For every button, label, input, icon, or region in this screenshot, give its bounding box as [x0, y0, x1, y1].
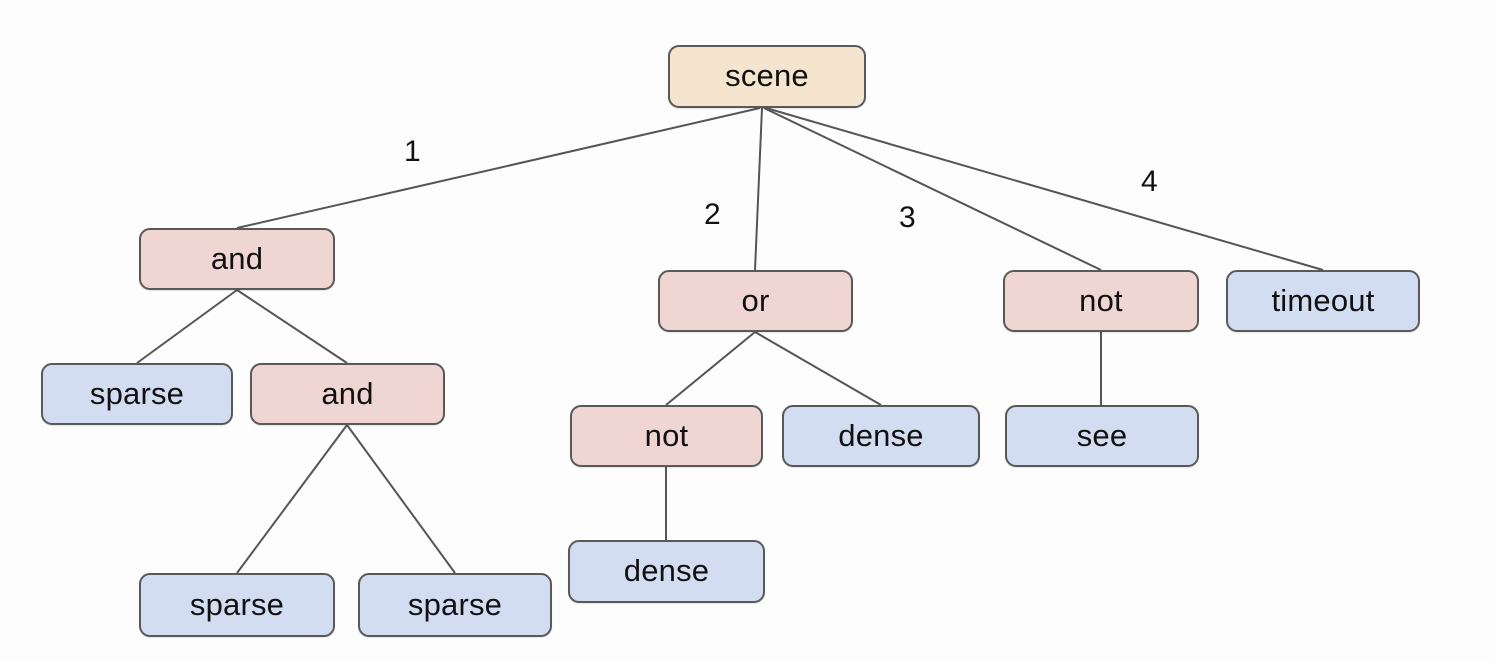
- edge-label-4: 4: [1141, 165, 1158, 198]
- tree-node-label: not: [1079, 282, 1123, 318]
- tree-edge: [236, 289, 348, 364]
- tree-node-timeout1[interactable]: timeout: [1226, 270, 1420, 332]
- tree-node-label: and: [321, 375, 374, 411]
- tree-edge: [236, 107, 761, 229]
- tree-node-label: and: [210, 240, 264, 276]
- tree-node-scene[interactable]: scene: [668, 45, 866, 108]
- tree-edge: [754, 107, 763, 271]
- tree-edge: [346, 424, 456, 574]
- tree-node-label: timeout: [1271, 282, 1375, 318]
- tree-node-or1[interactable]: or: [658, 270, 853, 332]
- tree-node-label: sparse: [189, 586, 285, 622]
- tree-node-label: see: [1076, 417, 1128, 453]
- tree-edge: [136, 289, 238, 364]
- tree-node-and2[interactable]: and: [250, 363, 445, 425]
- tree-node-label: sparse: [407, 586, 503, 622]
- tree-node-sparse1[interactable]: sparse: [41, 363, 233, 425]
- tree-node-label: not: [644, 417, 689, 453]
- edge-label-1: 1: [404, 135, 421, 168]
- tree-node-label: or: [741, 282, 770, 318]
- tree-node-dense2[interactable]: dense: [568, 540, 765, 603]
- tree-node-dense1[interactable]: dense: [782, 405, 980, 467]
- tree-edge: [236, 424, 348, 574]
- edge-label-3: 3: [899, 201, 916, 234]
- tree-edge: [665, 331, 756, 406]
- tree-edge: [763, 107, 1102, 271]
- tree-node-not1[interactable]: not: [1003, 270, 1199, 332]
- tree-edge: [754, 331, 882, 406]
- tree-node-not2[interactable]: not: [570, 405, 763, 467]
- edge-label-2: 2: [704, 198, 721, 231]
- tree-edge: [765, 107, 1324, 271]
- tree-node-sparse2[interactable]: sparse: [139, 573, 335, 637]
- tree-node-label: dense: [838, 417, 924, 453]
- tree-node-label: dense: [623, 553, 710, 588]
- tree-node-sparse3[interactable]: sparse: [358, 573, 552, 637]
- tree-node-label: scene: [725, 58, 809, 93]
- tree-node-see1[interactable]: see: [1005, 405, 1199, 467]
- tree-node-label: sparse: [89, 375, 185, 411]
- tree-node-and1[interactable]: and: [139, 228, 335, 290]
